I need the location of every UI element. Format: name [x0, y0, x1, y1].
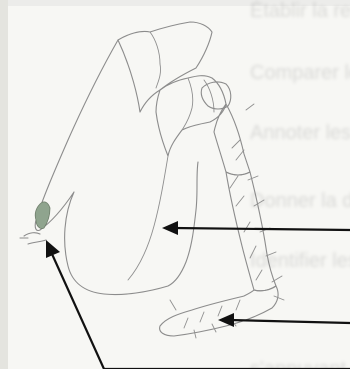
arrow-line-2 [230, 320, 350, 323]
arrow-line-1 [174, 228, 350, 230]
claw-tip [35, 202, 50, 229]
arrow-head-2 [218, 313, 234, 327]
cardo-inner-line [150, 32, 161, 88]
palp-segment-2-outline [226, 172, 276, 291]
pointer-arrows [46, 221, 350, 369]
blade-outline [35, 40, 198, 295]
claw-teeth [20, 233, 46, 244]
stipes-inner-line-1 [182, 78, 193, 130]
arrow-line-3 [52, 254, 350, 369]
mouthpart-outline [20, 22, 284, 338]
cardo-outline [118, 22, 212, 112]
galea-inner-curve [128, 156, 168, 280]
palp-setae [170, 104, 284, 338]
palp-terminal-outline [160, 286, 278, 336]
palp-segment-1-outline [214, 104, 250, 175]
arrow-head-1 [162, 221, 178, 235]
